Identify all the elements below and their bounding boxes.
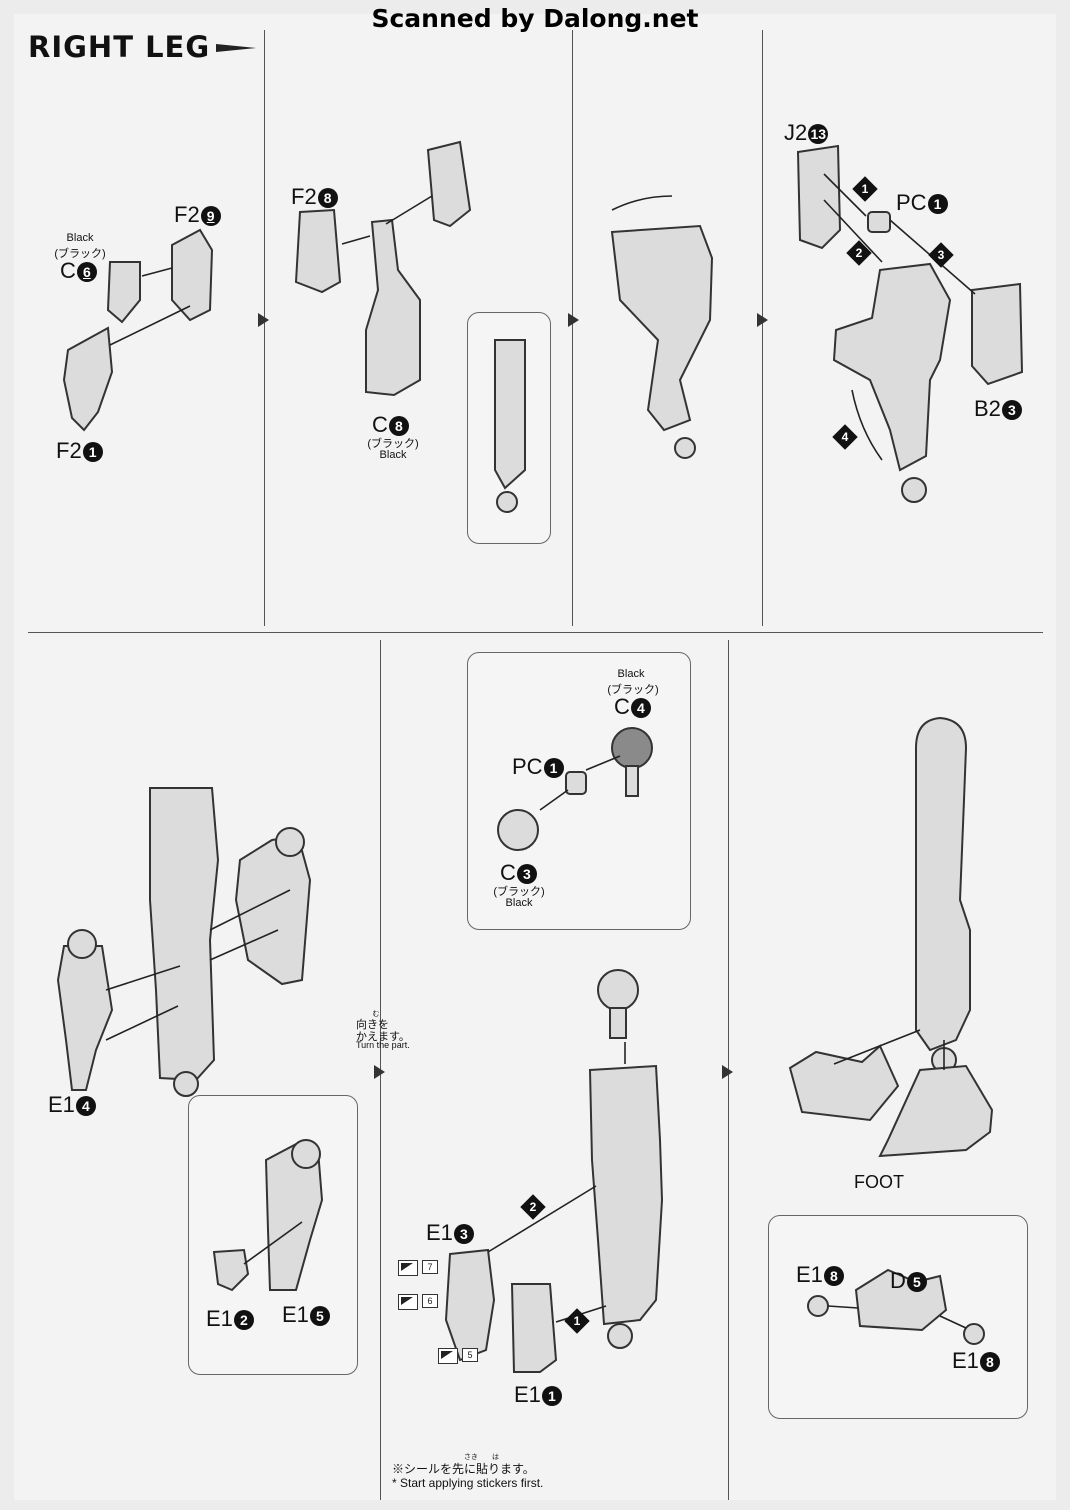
ruby-note: む <box>372 1011 380 1018</box>
next-step-arrow <box>374 1065 385 1079</box>
color-note-en: Black <box>379 449 407 461</box>
divider <box>264 30 265 626</box>
divider <box>762 30 763 626</box>
color-note-en: Black <box>66 232 94 244</box>
turn-note-en: Turn the part. <box>356 1040 410 1050</box>
title-arrow-decoration <box>216 44 256 52</box>
sticker-icon <box>398 1294 418 1310</box>
color-note-en: Black <box>617 668 645 680</box>
ruby-note: さき は <box>464 1454 499 1461</box>
assembly-step-marker: 2 <box>520 1194 546 1220</box>
next-step-arrow <box>757 313 768 327</box>
section-title: RIGHT LEG <box>28 30 211 64</box>
next-step-arrow <box>722 1065 733 1079</box>
turn-note-jp: かえます。 <box>356 1031 410 1043</box>
sticker-number: 5 <box>462 1348 478 1362</box>
next-step-arrow <box>258 313 269 327</box>
color-note-jp: (ブラック) <box>54 248 106 260</box>
scanner-watermark: Scanned by Dalong.net <box>371 4 699 33</box>
next-step-arrow <box>568 313 579 327</box>
sticker-number: 6 <box>422 1294 438 1308</box>
sticker-number: 7 <box>422 1260 438 1274</box>
assembly-step-marker: 3 <box>928 242 954 268</box>
turn-note-jp: 向きを <box>356 1019 389 1031</box>
assembly-step-marker: 4 <box>832 424 858 450</box>
color-note-en: Black <box>505 897 533 909</box>
color-note-jp: (ブラック) <box>493 886 545 898</box>
color-note-jp: (ブラック) <box>607 684 659 696</box>
part-label-foot: FOOT <box>854 1172 904 1192</box>
assembly-step-marker: 2 <box>846 240 872 266</box>
sticker-icon <box>438 1348 458 1364</box>
sticker-note-en: * Start applying stickers first. <box>392 1476 544 1490</box>
sticker-note-jp: ※シールを先に貼ります。 <box>392 1462 535 1476</box>
divider <box>572 30 573 626</box>
sticker-icon <box>398 1260 418 1276</box>
assembly-step-marker: 1 <box>852 176 878 202</box>
assembly-step-marker: 1 <box>564 1308 590 1334</box>
color-note-jp: (ブラック) <box>367 438 419 450</box>
divider <box>28 632 1043 633</box>
